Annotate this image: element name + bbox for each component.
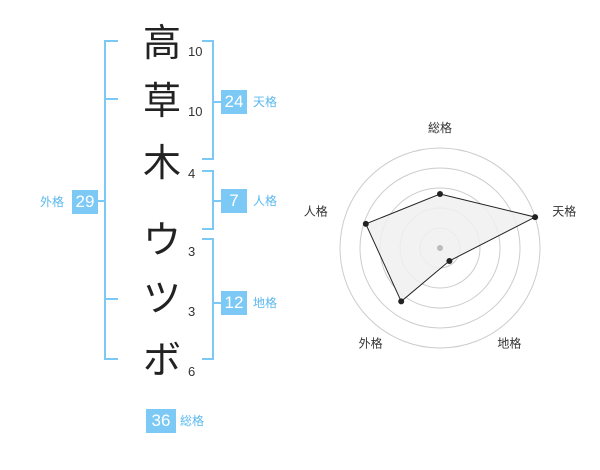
jinkaku-label: 人格: [253, 194, 278, 208]
radar-point-3: [446, 257, 453, 264]
radar-point-5: [362, 220, 369, 227]
radar-axis-label-5: 人格: [304, 204, 328, 219]
radar-area: [365, 193, 537, 303]
chikaku-value: 12: [221, 291, 247, 315]
name-char-4: ウ: [142, 218, 181, 262]
gaikaku-label: 外格: [40, 195, 65, 209]
stroke-count-3: 4: [188, 166, 196, 181]
radar-axis-label-2: 天格: [552, 204, 576, 219]
gaikaku-value: 29: [72, 190, 98, 214]
radar-point-2: [532, 214, 539, 221]
radar-point-1: [437, 191, 443, 197]
tenkaku-label: 天格: [253, 95, 278, 109]
radar-point-4: [398, 298, 405, 305]
name-char-5: ツ: [142, 276, 181, 320]
soukaku-value: 36: [146, 409, 176, 433]
soukaku-label: 総格: [180, 414, 205, 428]
name-char-6: ボ: [142, 338, 181, 382]
stroke-count-6: 6: [188, 364, 196, 379]
name-char-3: 木: [142, 141, 181, 185]
name-char-2: 草: [142, 79, 181, 123]
radar-points: [362, 191, 539, 305]
radar-axis-label-1: 総格: [428, 120, 452, 135]
stroke-count-1: 10: [188, 44, 203, 59]
radar-axis-label-4: 外格: [359, 336, 383, 351]
jinkaku-value: 7: [221, 189, 247, 213]
stroke-count-2: 10: [188, 104, 203, 119]
radar-grid-ring: [359, 167, 521, 329]
stroke-count-5: 3: [188, 304, 196, 319]
name-char-1: 高: [142, 21, 181, 65]
radar-axis-label-3: 地格: [497, 336, 521, 351]
radar-center-dot: [437, 245, 443, 251]
stroke-count-4: 3: [188, 244, 196, 259]
tenkaku-value: 24: [221, 90, 247, 114]
chikaku-label: 地格: [253, 296, 278, 310]
radar-grid-ring: [339, 147, 541, 349]
